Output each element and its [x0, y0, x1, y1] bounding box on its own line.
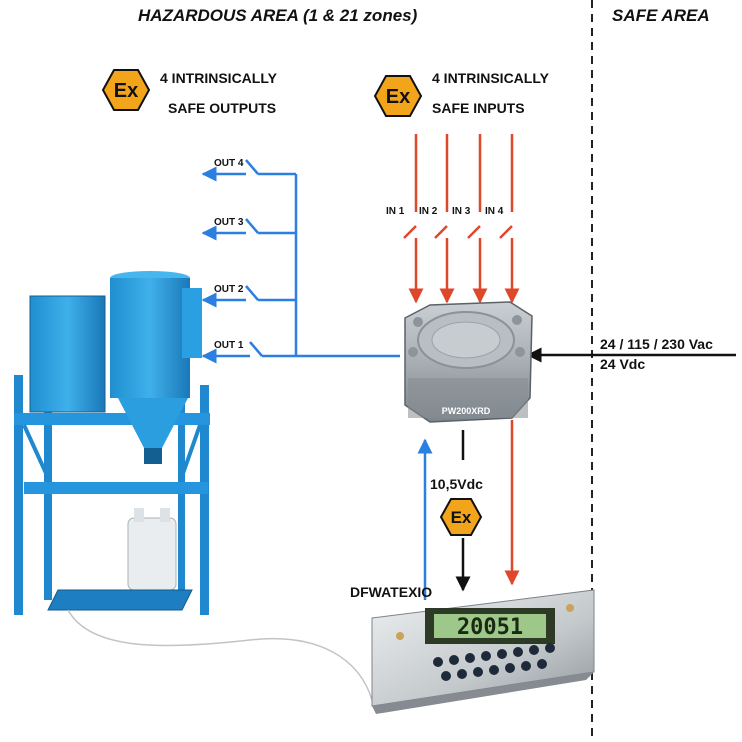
indicator-model: DFWATEXIO: [350, 584, 433, 600]
ex-outputs-icon: Ex: [101, 69, 151, 111]
link-voltage: 10,5Vdc: [430, 476, 483, 492]
safe-area-title: SAFE AREA: [612, 6, 710, 25]
weighing-station: [14, 271, 373, 701]
ex-link-icon: Ex: [439, 498, 483, 536]
indicator-device: 20051: [371, 589, 595, 714]
out-2-label: OUT 2: [214, 284, 244, 295]
svg-text:Ex: Ex: [386, 86, 410, 108]
inputs-line1: 4 INTRINSICALLY: [432, 70, 549, 86]
in-1-label: IN 1: [386, 206, 405, 217]
transmitter-box: PW200XRD: [404, 301, 533, 423]
out-1-label: OUT 1: [214, 340, 244, 351]
in-3-label: IN 3: [452, 206, 471, 217]
in-4-label: IN 4: [485, 206, 504, 217]
outputs-line1: 4 INTRINSICALLY: [160, 70, 277, 86]
inputs-line2: SAFE INPUTS: [432, 100, 525, 116]
power-line1: 24 / 115 / 230 Vac: [600, 336, 713, 352]
svg-text:Ex: Ex: [451, 508, 472, 527]
power-line2: 24 Vdc: [600, 356, 646, 372]
input-wiring: [403, 134, 520, 586]
hazardous-area-title: HAZARDOUS AREA (1 & 21 zones): [138, 6, 418, 25]
out-3-label: OUT 3: [214, 217, 244, 228]
svg-text:Ex: Ex: [114, 80, 138, 102]
out-4-label: OUT 4: [214, 158, 244, 169]
transmitter-model: PW200XRD: [442, 406, 491, 416]
in-2-label: IN 2: [419, 206, 438, 217]
outputs-line2: SAFE OUTPUTS: [168, 100, 277, 116]
output-wiring: [201, 159, 433, 600]
ex-inputs-icon: Ex: [373, 75, 423, 117]
indicator-display: 20051: [457, 615, 523, 640]
power-wiring: [455, 347, 736, 592]
